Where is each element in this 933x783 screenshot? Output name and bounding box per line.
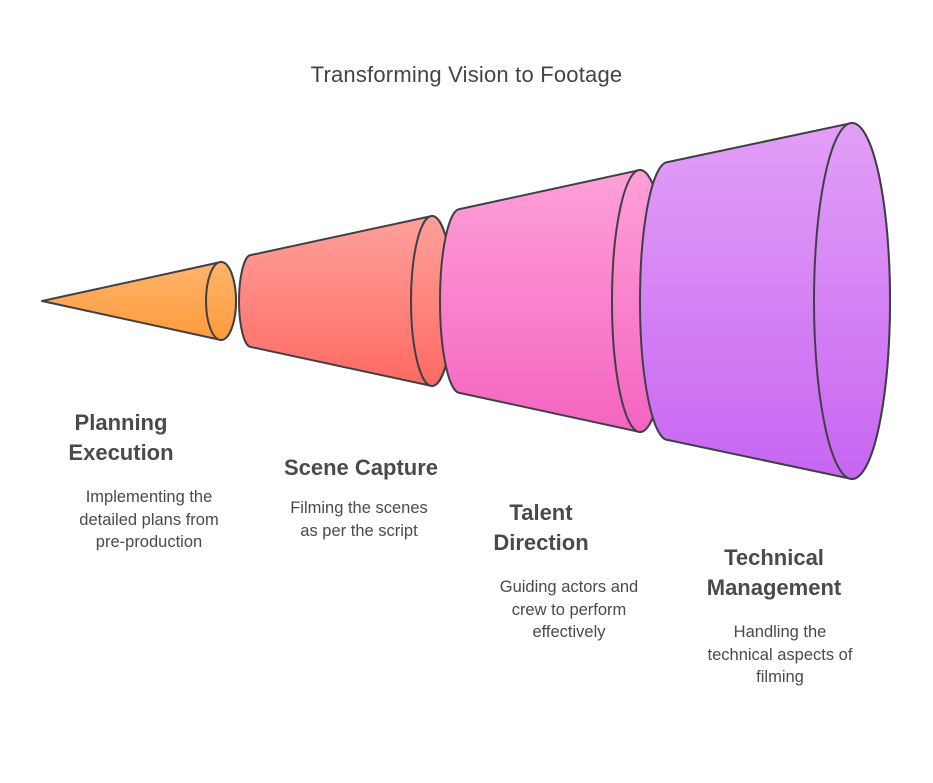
stage-4-frustum	[639, 122, 891, 480]
stage-1-cone	[41, 261, 237, 341]
stage-1-desc-line-2: detailed plans from	[79, 510, 219, 529]
stage-3-frustum	[439, 169, 669, 433]
stage-3-desc-line-2: crew to perform	[511, 600, 627, 619]
stage-2-desc-line-2: as per the script	[300, 521, 418, 540]
stage-4-title-line-1: Technical	[724, 545, 824, 570]
stage-4-title-line-2: Management	[706, 575, 842, 600]
stage-1-desc-line-3: pre-production	[95, 533, 203, 551]
stage-1-title-line-2: Execution	[68, 440, 174, 465]
stage-1-cone-face	[205, 261, 237, 341]
stage-2-title-line-1: Scene Capture	[283, 455, 439, 480]
stage-2-description: Filming the scenes as per the script	[259, 497, 459, 542]
stage-3-desc-line-3: effectively	[532, 623, 606, 641]
stage-3-desc-line-1: Guiding actors and	[499, 578, 639, 596]
stage-1-description: Implementing the detailed plans from pre…	[49, 486, 249, 554]
stage-1-desc-line-1: Implementing the	[85, 488, 213, 506]
stage-2-title: Scene Capture	[261, 453, 461, 483]
stage-4-title: Technical Management	[689, 543, 859, 603]
stage-4-desc-line-2: technical aspects of	[707, 645, 853, 664]
diagram-title: Transforming Vision to Footage	[310, 62, 623, 87]
stage-3-title-line-2: Direction	[493, 530, 589, 555]
stage-4-desc-line-1: Handling the	[733, 623, 827, 641]
stage-4-desc-line-3: filming	[756, 668, 804, 686]
stage-3-description: Guiding actors and crew to perform effec…	[469, 576, 669, 644]
stage-1-title-line-1: Planning	[74, 410, 168, 435]
stage-4-description: Handling the technical aspects of filmin…	[680, 621, 880, 689]
stage-2-frustum	[238, 215, 454, 387]
stage-3-title: Talent Direction	[466, 498, 616, 558]
stage-4-frustum-face	[813, 122, 891, 480]
stage-2-desc-line-1: Filming the scenes	[290, 499, 428, 517]
stage-3-title-line-1: Talent	[509, 500, 573, 525]
stage-1-title: Planning Execution	[46, 408, 196, 468]
